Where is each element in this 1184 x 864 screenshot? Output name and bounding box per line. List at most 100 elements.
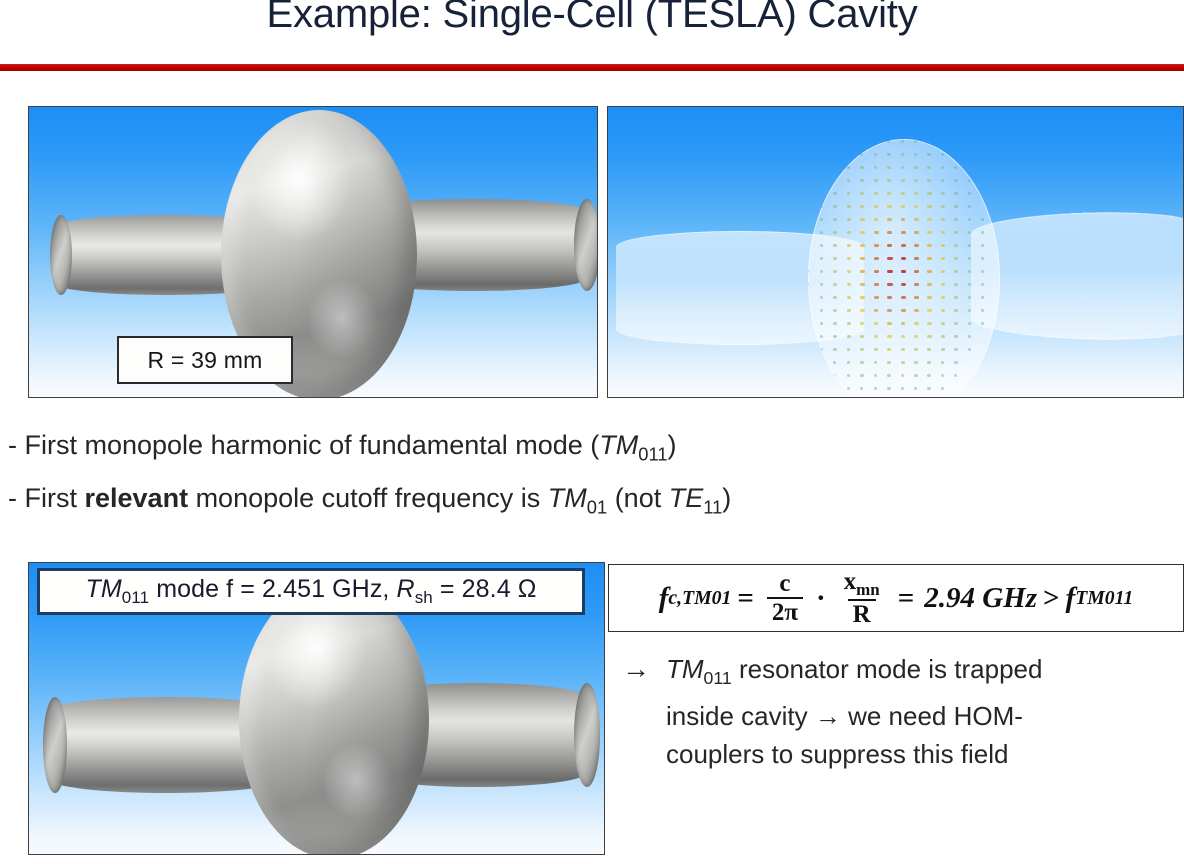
- beam-pipe-left-cap: [50, 215, 72, 295]
- efield-arrow: [981, 231, 985, 234]
- bullet-mode-sub-011: 011: [638, 443, 668, 465]
- efield-arrow: [860, 244, 865, 247]
- efield-arrow: [913, 231, 919, 234]
- efield-arrow: [913, 140, 918, 143]
- efield-arrow: [887, 335, 892, 338]
- conclusion-mode-tm: TM: [666, 654, 704, 684]
- efield-arrow: [927, 387, 931, 390]
- conclusion-text: → TM011 resonator mode is trapped inside…: [622, 650, 1152, 773]
- efield-arrow: [900, 244, 906, 247]
- efield-arrow: [873, 270, 879, 273]
- efield-arrow: [913, 153, 918, 156]
- formula-rhs-subscript: TM011: [1075, 586, 1134, 609]
- bullet-text-2c: (not: [607, 483, 669, 514]
- efield-arrow: [927, 257, 933, 260]
- efield-arrow: [833, 192, 837, 195]
- efield-arrow: [940, 270, 946, 273]
- formula-lhs-subscript: c,TM01: [668, 586, 732, 609]
- efield-arrow: [819, 270, 824, 273]
- formula-fraction-xmn-r: xmn R: [839, 567, 885, 628]
- efield-arrow: [887, 322, 892, 325]
- mode-text-mid-bottom: mode f = 2.451 GHz,: [149, 575, 397, 603]
- field-plot-top-right: TM010 mode f = 1.302 GHz, Rsh = 105.6 Ω: [607, 106, 1184, 398]
- efield-arrow: [954, 309, 959, 312]
- efield-arrow: [954, 348, 958, 351]
- efield-arrow: [846, 257, 852, 260]
- efield-arrow: [967, 257, 972, 260]
- efield-arrow: [913, 179, 918, 182]
- formula-lhs-symbol: f: [658, 581, 669, 614]
- efield-arrow: [900, 231, 906, 234]
- efield-arrow: [873, 192, 878, 195]
- efield-arrow: [954, 335, 958, 338]
- efield-arrow: [954, 322, 959, 325]
- efield-arrow: [808, 257, 810, 260]
- efield-arrow: [833, 257, 838, 260]
- conclusion-line-3: couplers to suppress this field: [666, 739, 1009, 770]
- efield-arrow: [927, 179, 932, 182]
- formula-dot-operator: ·: [816, 581, 826, 614]
- efield-arrow: [846, 205, 851, 208]
- efield-arrow: [927, 296, 933, 299]
- efield-arrow: [808, 244, 810, 247]
- efield-arrow: [887, 270, 893, 273]
- cavity-cell-bottom: [239, 581, 429, 854]
- efield-arrow: [927, 218, 932, 221]
- efield-arrow: [967, 270, 972, 273]
- conclusion-line-1: TM011 resonator mode is trapped: [666, 650, 1152, 697]
- efield-arrow: [846, 179, 851, 182]
- efield-arrow: [833, 179, 837, 182]
- efield-arrow: [846, 296, 851, 299]
- formula-frac2-denominator: R: [847, 598, 876, 627]
- efield-arrow: [873, 322, 879, 325]
- efield-arrow: [833, 335, 837, 338]
- beam-pipe-right-cap-bottom: [574, 683, 600, 787]
- efield-arrow: [860, 192, 865, 195]
- efield-arrow: [846, 231, 851, 234]
- bullet-text-2d: ): [722, 483, 732, 514]
- efield-arrow: [913, 283, 920, 286]
- efield-arrow: [900, 140, 904, 143]
- efield-arrow: [819, 322, 823, 325]
- efield-arrow: [940, 257, 946, 260]
- efield-arrow: [819, 348, 823, 351]
- efield-arrow: [887, 244, 893, 247]
- efield-arrow: [887, 374, 891, 377]
- efield-arrow: [954, 257, 959, 260]
- mode-symbol-tm011: TM: [85, 575, 122, 603]
- efield-arrow: [873, 387, 877, 390]
- bullet-text-2a: First: [24, 483, 85, 514]
- mode-label-bottom-left: TM011 mode f = 2.451 GHz, Rsh = 28.4 Ω: [37, 568, 585, 615]
- bullet-dash-1: -: [8, 430, 25, 460]
- efield-arrow: [913, 166, 918, 169]
- formula-frac2-x: x: [843, 567, 857, 595]
- efield-arrow: [940, 387, 944, 390]
- efield-arrow: [900, 348, 905, 351]
- efield-arrow: [940, 283, 946, 286]
- efield-arrow: [860, 140, 864, 143]
- page-title: Example: Single-Cell (TESLA) Cavity: [266, 0, 918, 36]
- efield-arrow: [887, 153, 891, 156]
- ghost-beam-pipe-right: [970, 207, 1183, 345]
- efield-arrow: [846, 361, 851, 364]
- efield-arrow: [954, 283, 959, 286]
- rsh-symbol-bottom: R: [396, 575, 415, 603]
- efield-arrow: [927, 309, 933, 312]
- bullet-list: - First monopole harmonic of fundamental…: [8, 423, 908, 530]
- formula-frac2-numerator: xmn: [839, 567, 885, 599]
- efield-arrow: [900, 153, 905, 156]
- efield-arrow: [860, 231, 865, 234]
- efield-arrow: [819, 296, 824, 299]
- efield-arrow: [846, 283, 852, 286]
- cavity-render-solid: [29, 107, 597, 397]
- efield-arrow: [954, 166, 958, 169]
- efield-arrow: [819, 231, 824, 234]
- efield-arrow: [940, 166, 945, 169]
- efield-arrow: [833, 374, 837, 377]
- bullet-item-2: - First relevant monopole cutoff frequen…: [8, 476, 908, 529]
- efield-arrow: [913, 309, 919, 312]
- formula-result-value: 2.94 GHz: [924, 581, 1038, 614]
- efield-arrow: [900, 218, 906, 221]
- efield-arrow: [819, 179, 823, 182]
- efield-arrow: [887, 283, 893, 286]
